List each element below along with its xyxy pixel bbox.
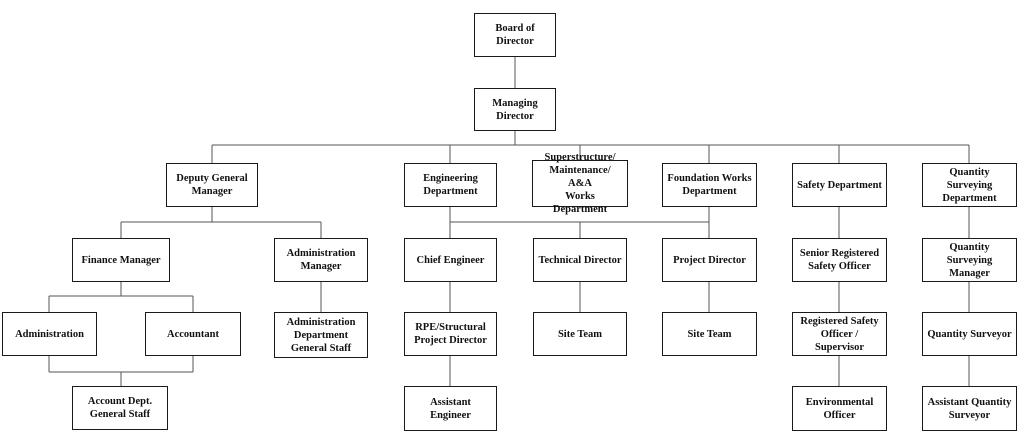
rpe-structural-project-director-box: RPE/Structural Project Director — [404, 312, 497, 356]
deputy-general-manager-box: Deputy General Manager — [166, 163, 258, 207]
technical-director-box: Technical Director — [533, 238, 627, 282]
quantity-surveying-department-box: Quantity Surveying Department — [922, 163, 1017, 207]
registered-safety-officer-supervisor-box: Registered Safety Officer / Supervisor — [792, 312, 887, 356]
project-director-box: Project Director — [662, 238, 757, 282]
quantity-surveying-manager-box: Quantity Surveying Manager — [922, 238, 1017, 282]
foundation-works-department-box: Foundation Works Department — [662, 163, 757, 207]
managing-director-box: Managing Director — [474, 88, 556, 131]
finance-manager-box: Finance Manager — [72, 238, 170, 282]
senior-registered-safety-officer-box: Senior Registered Safety Officer — [792, 238, 887, 282]
environmental-officer-box: Environmental Officer — [792, 386, 887, 431]
superstructure-department-box: Superstructure/ Maintenance/ A&A Works D… — [532, 152, 628, 215]
site-team-box-2: Site Team — [662, 312, 757, 356]
administration-manager-box: Administration Manager — [274, 238, 368, 282]
safety-department-box: Safety Department — [792, 163, 887, 207]
quantity-surveyor-box: Quantity Surveyor — [922, 312, 1017, 356]
administration-box: Administration — [2, 312, 97, 356]
engineering-department-box: Engineering Department — [404, 163, 497, 207]
accountant-box: Accountant — [145, 312, 241, 356]
assistant-engineer-box: Assistant Engineer — [404, 386, 497, 431]
administration-department-general-staff-box: Administration Department General Staff — [274, 312, 368, 358]
account-dept-general-staff-box: Account Dept. General Staff — [72, 386, 168, 430]
board-of-director-box: Board of Director — [474, 13, 556, 57]
site-team-box-1: Site Team — [533, 312, 627, 356]
assistant-quantity-surveyor-box: Assistant Quantity Surveyor — [922, 386, 1017, 431]
chief-engineer-box: Chief Engineer — [404, 238, 497, 282]
